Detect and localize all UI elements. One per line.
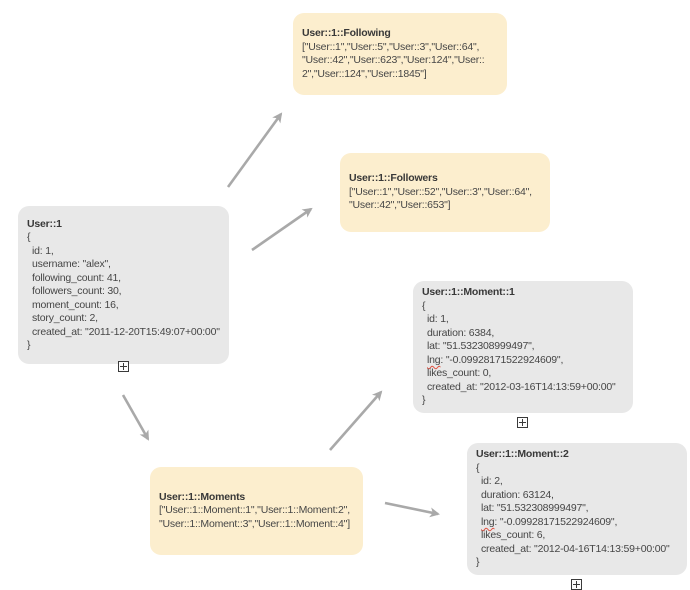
expand-icon[interactable] — [517, 417, 528, 428]
node-user1-moments[interactable]: User::1::Moments ["User::1::Moment::1","… — [150, 467, 363, 555]
brace-close: } — [422, 394, 426, 407]
field-line: username: "alex", — [32, 258, 111, 270]
lng-value: : "-0.09928171522924609", — [440, 353, 564, 366]
node-user1-moment1[interactable]: User::1::Moment::1 { id: 1, duration: 63… — [413, 281, 633, 428]
field-line: created_at: "2012-03-16T14:13:59+00:00" — [427, 380, 616, 393]
field-line: likes_count: 6, — [481, 529, 546, 542]
expand-icon[interactable] — [117, 361, 129, 372]
lng-key-misspell-underline: lng — [481, 515, 495, 528]
field-line-lng: lng: "-0.09928171522924609", — [476, 516, 678, 530]
node-title: User::1::Following — [302, 27, 391, 39]
node-value-line: "User::42","User::623","User:124","User:… — [302, 54, 485, 66]
field-line: followers_count: 30, — [32, 285, 122, 297]
field-line: lat: "51.532308999497", — [481, 502, 589, 515]
brace-close: } — [476, 556, 480, 569]
brace-open: { — [27, 231, 31, 243]
node-title: User::1::Moment::1 — [422, 286, 515, 299]
field-line: likes_count: 0, — [427, 367, 492, 380]
node-value-line: "User::1::Moment::3","User::1::Moment::4… — [159, 517, 350, 530]
node-title: User::1::Moments — [159, 490, 246, 503]
field-line: created_at: "2012-04-16T14:13:59+00:00" — [481, 542, 670, 555]
expand-icon[interactable] — [571, 579, 582, 590]
field-line: id: 1, — [427, 313, 449, 326]
lng-key-misspell-underline: lng — [427, 353, 441, 366]
node-user1[interactable]: User::1 { id: 1, username: "alex", follo… — [18, 206, 229, 372]
node-value-line: ["User::1","User::52","User::3","User::6… — [349, 185, 532, 198]
field-line: duration: 6384, — [427, 326, 495, 339]
node-value-line: ["User::1","User::5","User::3","User::64… — [302, 40, 480, 53]
field-line: id: 2, — [481, 475, 503, 488]
field-line: lat: "51.532308999497", — [427, 340, 535, 353]
node-title: User::1::Moment::2 — [476, 448, 569, 461]
node-title: User::1::Followers — [349, 172, 438, 185]
field-line-lng: lng: "-0.09928171522924609", — [422, 354, 624, 368]
edge-user1-moments — [121, 394, 150, 441]
edge-user1-followers — [251, 207, 313, 252]
node-title: User::1 — [27, 217, 62, 230]
field-line: story_count: 2, — [32, 312, 98, 324]
edge-moments-moment1 — [329, 390, 383, 451]
field-line: moment_count: 16, — [32, 298, 119, 311]
node-user1-moment2[interactable]: User::1::Moment::2 { id: 2, duration: 63… — [467, 443, 687, 590]
node-value-line: ["User::1::Moment::1","User::1::Moment:2… — [159, 504, 350, 517]
brace-open: { — [422, 299, 426, 312]
field-line: duration: 63124, — [481, 488, 554, 501]
node-value-line: 2","User::124","User::1845"] — [302, 67, 427, 80]
node-user1-followers[interactable]: User::1::Followers ["User::1","User::52"… — [340, 153, 550, 232]
brace-open: { — [476, 461, 480, 474]
node-value-line: "User::42","User::653"] — [349, 199, 451, 212]
field-line: id: 1, — [32, 244, 54, 257]
lng-value: : "-0.09928171522924609", — [494, 515, 618, 528]
field-line: created_at: "2011-12-20T15:49:07+00:00" — [32, 325, 220, 338]
field-line: following_count: 41, — [32, 271, 121, 284]
brace-close: } — [27, 339, 31, 351]
node-user1-following[interactable]: User::1::Following ["User::1","User::5",… — [293, 13, 507, 95]
edge-moments-moment2 — [384, 501, 440, 518]
edge-user1-following — [226, 112, 283, 188]
